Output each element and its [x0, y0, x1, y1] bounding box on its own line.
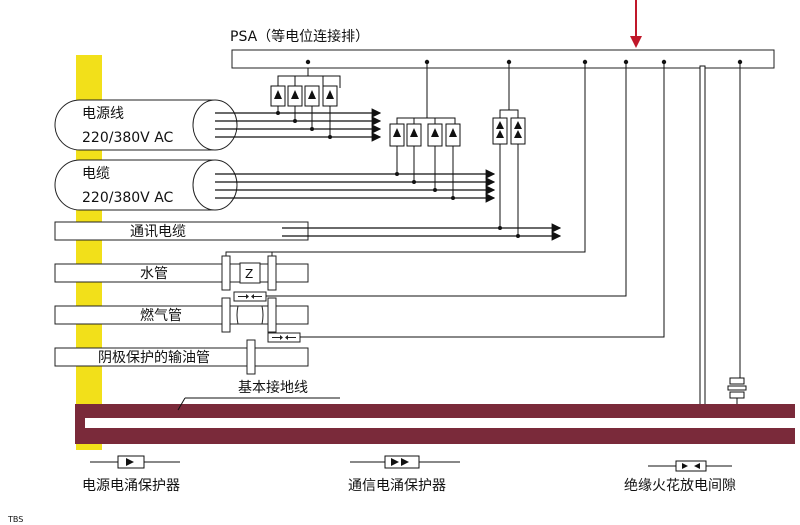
- ground-label: 基本接地线: [238, 379, 308, 396]
- red-arrow-head-icon: [630, 36, 642, 48]
- power-surge-protector-group-1: [270, 68, 341, 139]
- psa-title: PSA（等电位连接排）: [230, 28, 369, 45]
- legend-power-spd: 电源电涌保护器: [82, 455, 180, 494]
- psa-connection-dots: [305, 59, 743, 65]
- ground-bar-gap: [85, 418, 795, 428]
- cable-2-label: 电缆: [82, 166, 110, 182]
- cable-2-voltage: 220/380V AC: [82, 190, 174, 206]
- power-line-conductors: [215, 108, 382, 142]
- gas-pipe-clamp-right: [267, 297, 277, 333]
- corner-watermark: TBS: [7, 515, 23, 524]
- comm-cable-conductors: [282, 223, 562, 241]
- ground-label-leader-tip: [177, 397, 186, 411]
- legend-power-spd-label: 电源电涌保护器: [82, 478, 180, 494]
- oil-pipe: [54, 347, 309, 367]
- power-line-cable: 电源线 220/380V AC: [54, 99, 238, 151]
- gas-pipe-clamp-left: [221, 297, 231, 333]
- comm-spd-icon: [391, 458, 409, 466]
- cable-2: 电缆 220/380V AC: [54, 159, 238, 211]
- oil-spark-gap-icon: [267, 332, 301, 343]
- ground-rod: [699, 65, 706, 433]
- water-pipe-clamp-right: [267, 255, 277, 291]
- gas-insulating-joint: [236, 305, 264, 325]
- power-spd-icon: [126, 458, 134, 466]
- power-line-voltage: 220/380V AC: [82, 130, 174, 146]
- legend-spark-gap: 绝缘火花放电间隙: [624, 460, 736, 494]
- comm-surge-protector-group: [492, 62, 526, 238]
- comm-cable-label: 通讯电缆: [130, 224, 186, 240]
- water-pipe-clamp-left: [221, 255, 231, 291]
- cable-2-conductors: [215, 169, 496, 203]
- legend-comm-spd: 通信电涌保护器: [348, 455, 460, 494]
- comm-cable-pipe: [54, 221, 309, 241]
- spark-gap-icon: [682, 463, 700, 469]
- water-meter-bypass: [225, 251, 273, 256]
- isolating-spark-gap-device: [727, 377, 747, 406]
- oil-pipe-label: 阴极保护的输油管: [98, 350, 210, 366]
- water-meter-z: Z: [245, 267, 253, 281]
- bonding-wires: [226, 62, 741, 378]
- water-pipe-label: 水管: [140, 266, 168, 282]
- legend-spark-gap-label: 绝缘火花放电间隙: [624, 478, 736, 494]
- psa-bar: [231, 49, 775, 69]
- gas-pipe-label: 燃气管: [140, 307, 182, 324]
- power-surge-protector-group-2: [389, 62, 461, 200]
- oil-pipe-clamp: [246, 339, 256, 375]
- water-meter-box: [239, 262, 261, 284]
- gas-spark-gap-icon: [233, 291, 267, 302]
- power-line-label: 电源线: [82, 106, 124, 122]
- legend-comm-spd-label: 通信电涌保护器: [348, 478, 446, 494]
